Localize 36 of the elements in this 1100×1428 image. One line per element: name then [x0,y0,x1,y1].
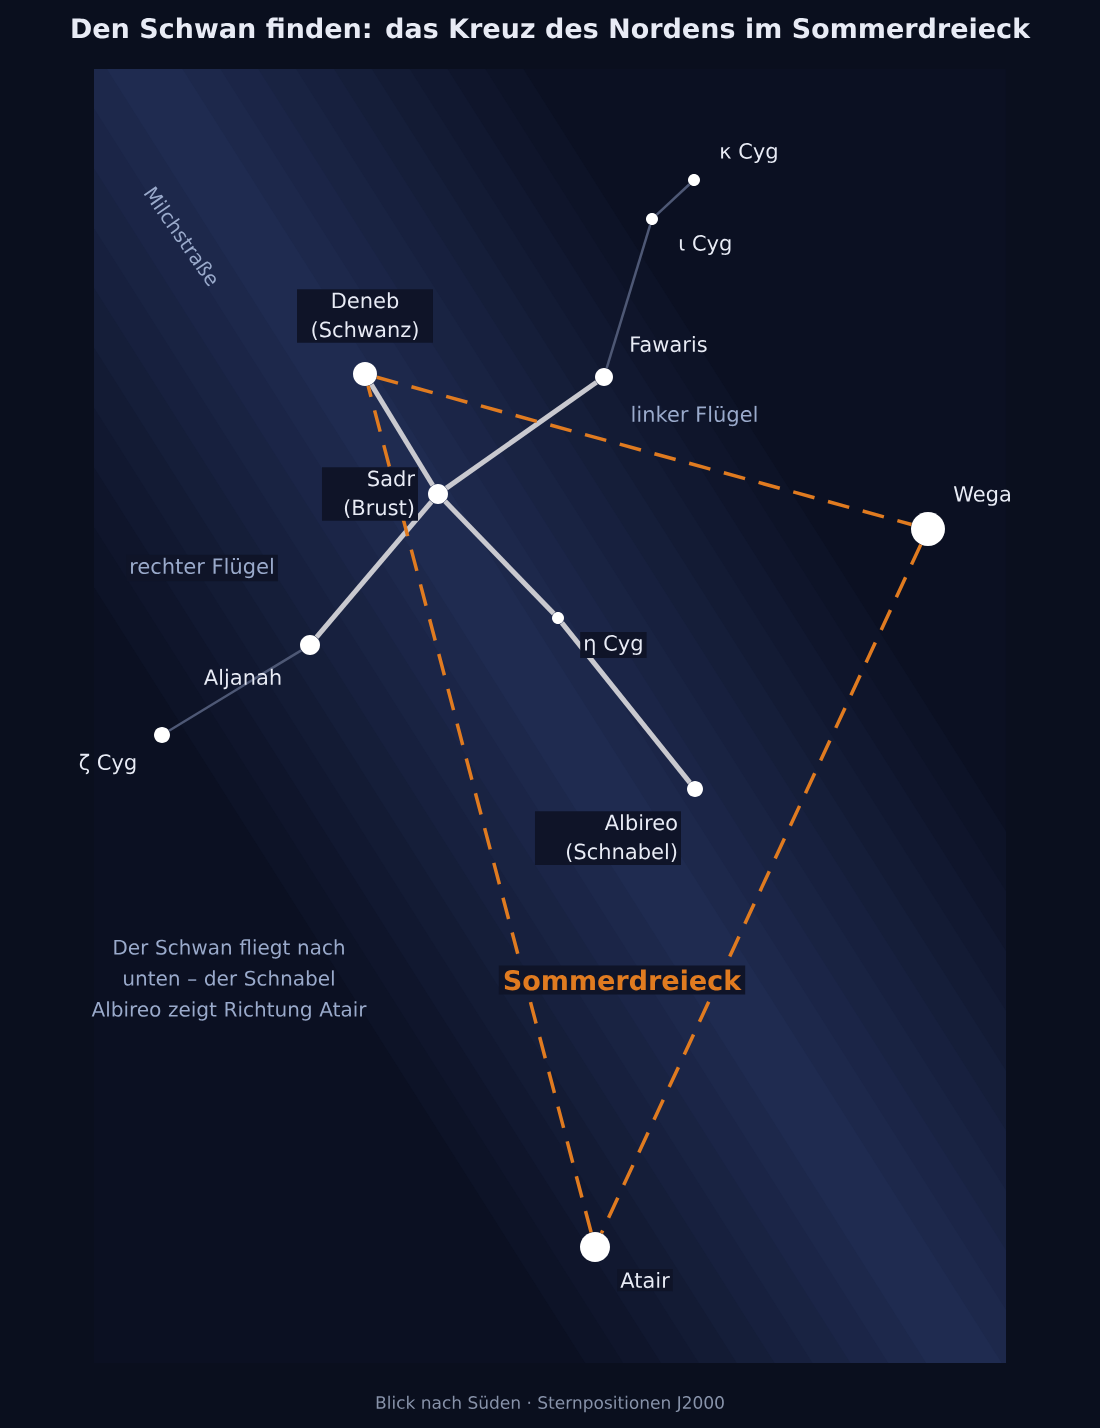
triangle-line [599,543,923,1234]
star-label: Fawaris [631,335,707,353]
constellation-line [443,499,556,616]
star-label: Sadr (Brust) [322,467,418,521]
star-label: Wega [953,486,1010,506]
title: Den Schwan finden: das Kreuz des Nordens im Sommerdreieck [72,17,1031,39]
wing-label: linker Flügel [632,405,757,427]
star-label: κ Cyg [721,143,777,163]
triangle-line [376,375,912,527]
star-label: ζ Cyg [79,753,136,775]
star-label: Deneb (Schwanz) [297,289,433,343]
star-dot [595,368,613,386]
star-label: ι Cyg [679,235,731,255]
star-dot [300,635,320,655]
star-dot [353,362,377,386]
star-dot [428,484,448,504]
star-label: Atair [617,1268,673,1292]
triangle-label: Sommerdreieck [498,965,746,995]
constellation-line [444,380,598,491]
wing-label: rechter Flügel [126,554,278,582]
star-dot [580,1232,610,1262]
constellation-line [168,649,302,732]
star-dot [687,781,703,797]
star-label: η Cyg [580,632,647,658]
star-label: Aljanah [203,668,281,690]
constellation-line [369,383,435,487]
triangle-line [366,385,593,1233]
caption: Blick nach Süden · Sternpositionen J2000 [376,1395,724,1413]
star-dot [154,727,170,743]
note-text: Der Schwan fliegt nach unten – der Schnabel Albireo zeigt Richtung Atair [91,939,367,1021]
star-dot [911,512,945,546]
constellation-line [655,183,691,216]
constellation-line [314,500,434,639]
star-label: Albireo (Schnabel) [535,811,681,865]
constellation-line [605,224,652,369]
constellation-line [559,621,692,785]
